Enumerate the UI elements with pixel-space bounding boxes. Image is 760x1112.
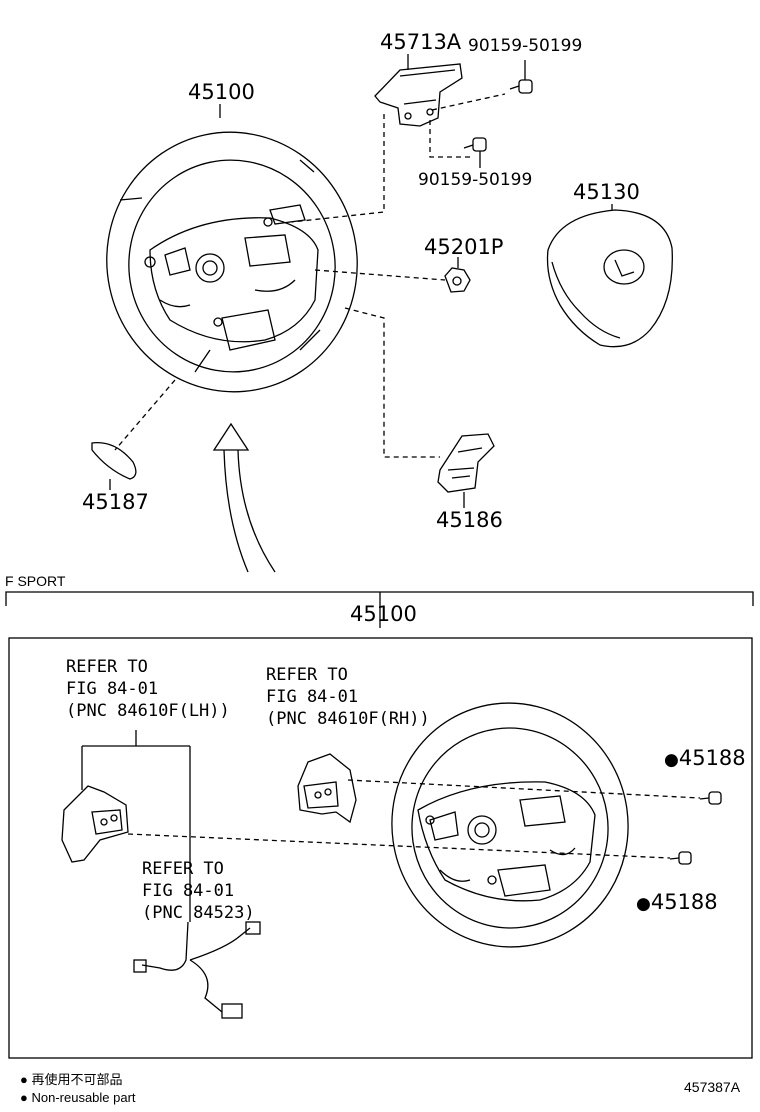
refer-line: REFER TO <box>142 859 224 879</box>
section-label-fsport: F SPORT <box>5 573 66 589</box>
part-label-45100-fsport: 45100 <box>350 602 417 626</box>
part-label-45188-lower: ●45188 <box>636 892 718 913</box>
fsport-box <box>8 637 753 1059</box>
part-label-45186: 45186 <box>436 508 503 532</box>
bracket-icon <box>374 63 463 127</box>
leader-lines <box>81 730 191 922</box>
legend-en: ● Non-reusable part <box>20 1091 136 1104</box>
part-label-90159-lower: 90159-50199 <box>418 170 533 190</box>
non-reusable-mark: ● <box>664 750 679 770</box>
cover-icon <box>91 441 137 480</box>
bolt-icon <box>669 851 692 865</box>
bolt-icon <box>463 137 487 152</box>
refer-line: (PNC 84523) <box>142 903 255 923</box>
part-label-45713A: 45713A <box>380 30 462 54</box>
legend-symbol: ● <box>20 1090 28 1105</box>
leader-lines <box>127 779 701 859</box>
arrow-icon <box>212 422 276 573</box>
wire-harness-icon <box>133 921 261 1019</box>
bolt-icon <box>509 79 533 94</box>
part-label-90159-upper: 90159-50199 <box>468 36 583 56</box>
refer-line: FIG 84-01 <box>66 679 159 699</box>
refer-line: (PNC 84610F(LH)) <box>66 701 230 721</box>
switch-icon <box>437 433 495 493</box>
leader-lines <box>114 93 506 458</box>
legend-text-en: Non-reusable part <box>31 1090 136 1105</box>
part-label-45187: 45187 <box>82 490 149 514</box>
refer-line: (PNC 84610F(RH)) <box>266 709 430 729</box>
paddle-switch-rh-icon <box>297 753 357 824</box>
legend-text-jp: 再使用不可部品 <box>31 1072 123 1087</box>
refer-line: REFER TO <box>66 657 148 677</box>
legend-jp: ● 再使用不可部品 <box>20 1073 123 1086</box>
refer-line: FIG 84-01 <box>266 687 359 707</box>
part-number: 45188 <box>650 890 718 914</box>
part-label-45130: 45130 <box>573 180 640 204</box>
nut-icon <box>444 267 471 293</box>
diagram-code: 457387A <box>684 1079 741 1095</box>
part-label-45100: 45100 <box>188 80 255 104</box>
steering-wheel-icon <box>106 131 358 393</box>
leader-lines <box>109 54 613 508</box>
refer-line: FIG 84-01 <box>142 881 235 901</box>
airbag-icon <box>546 209 673 348</box>
part-label-45201P: 45201P <box>424 235 504 259</box>
legend-symbol: ● <box>20 1072 28 1087</box>
refer-line: REFER TO <box>266 665 348 685</box>
bolt-icon <box>699 791 722 805</box>
part-label-45188-upper: ●45188 <box>664 748 746 769</box>
steering-wheel-icon <box>391 702 629 948</box>
paddle-switch-lh-icon <box>61 785 129 863</box>
non-reusable-mark: ● <box>636 894 651 914</box>
part-number: 45188 <box>678 746 746 770</box>
